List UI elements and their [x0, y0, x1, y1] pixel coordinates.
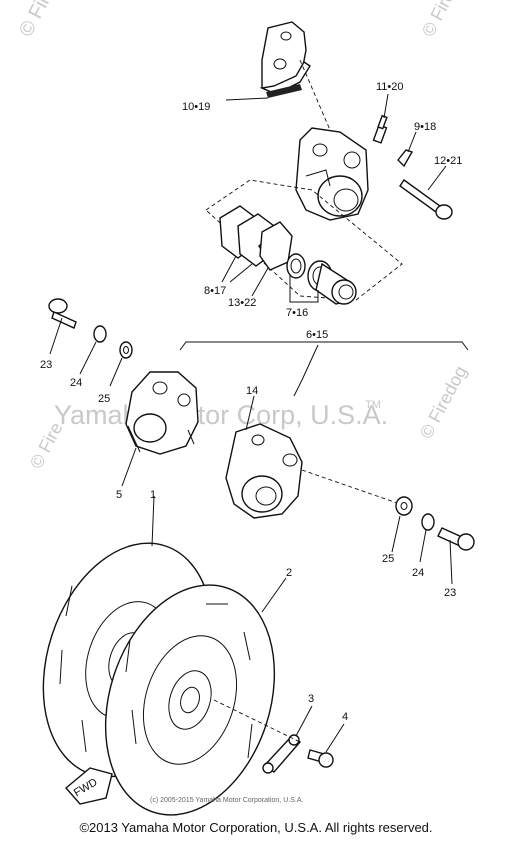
callout-1: 1 [150, 489, 156, 501]
forward-direction-mark: FWD [65, 767, 113, 805]
watermark-center: Yamaha Motor Corp, U.S.A. [54, 400, 388, 430]
callout-12-21: 12•21 [434, 155, 462, 167]
small-copyright: (c) 2005-2015 Yamaha Motor Corporation, … [150, 797, 303, 804]
callout-3: 3 [308, 693, 314, 705]
callout-23-right: 23 [444, 587, 456, 599]
upper-caliper-body-part [295, 127, 369, 221]
footer-copyright: ©2013 Yamaha Motor Corporation, U.S.A. A… [79, 820, 433, 835]
right-lock-washer-part [421, 513, 435, 531]
callout-23-left: 23 [40, 359, 52, 371]
callout-24-right: 24 [412, 567, 424, 579]
callout-9-18: 9•18 [414, 121, 436, 133]
callout-2: 2 [286, 567, 292, 579]
callout-14: 14 [246, 385, 258, 397]
callout-8-17: 8•17 [204, 285, 226, 297]
caliper-piston-part [315, 262, 357, 305]
callout-4: 4 [342, 711, 348, 723]
callout-11-20: 11•20 [376, 81, 404, 93]
right-mount-bolt-part [437, 527, 475, 551]
bleed-screw-part [372, 114, 388, 144]
watermark-tm: TM [365, 399, 381, 411]
caliper-bracket-part [259, 21, 311, 98]
callout-10-19: 10•19 [182, 101, 210, 113]
callout-7-16: 7•16 [286, 307, 308, 319]
lock-washer-plate-part [262, 734, 302, 774]
watermark-top-right: © Firedog [418, 0, 473, 40]
caliper-bolt-part [399, 179, 453, 220]
retaining-pin-part [397, 149, 414, 168]
left-mount-bolt-part [48, 298, 77, 329]
callout-25-left: 25 [98, 393, 110, 405]
brake-disc-front-part [104, 584, 276, 816]
callout-25-right: 25 [382, 553, 394, 565]
callout-13-22: 13•22 [228, 297, 256, 309]
disc-bolt-part [307, 749, 334, 768]
watermark-mid-right: © Firedog [416, 362, 471, 441]
left-lock-washer-part [93, 325, 107, 343]
callout-6-15: 6•15 [306, 329, 328, 341]
callout-5: 5 [116, 489, 122, 501]
watermark-top-left: © Firedog [15, 0, 76, 40]
left-plain-washer-part [119, 341, 133, 359]
right-caliper-part [225, 423, 303, 519]
right-plain-washer-part [395, 496, 413, 516]
callout-24-left: 24 [70, 377, 82, 389]
left-caliper-part [125, 371, 199, 455]
